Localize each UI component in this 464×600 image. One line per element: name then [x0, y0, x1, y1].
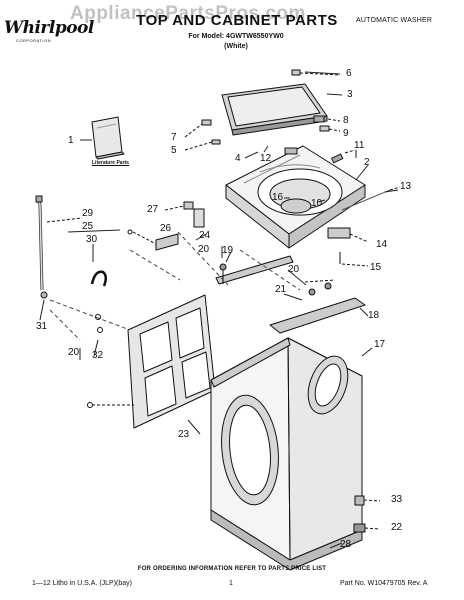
brand-subtitle: CORPORATION [16, 38, 51, 43]
callout-1: 1 [68, 135, 74, 146]
litho-info: 1—12 Litho in U.S.A. (JLP)(bay) [32, 580, 132, 587]
callout-9: 9 [343, 128, 349, 139]
document-part-number: Part No. W10479705 Rev. A [340, 580, 428, 587]
callout-33: 33 [391, 494, 403, 505]
callout-29: 29 [82, 208, 94, 219]
alignment-guides [49, 231, 301, 341]
cabinet-part [210, 337, 363, 571]
bracket-parts [127, 201, 205, 251]
callout-31: 31 [36, 321, 48, 332]
callout-12: 12 [260, 153, 272, 164]
callout-10: 10 [311, 198, 323, 209]
leader-lines [39, 71, 399, 549]
callout-14: 14 [376, 239, 388, 250]
callout-32: 32 [92, 350, 104, 361]
callout-4: 4 [235, 153, 241, 164]
lid-part [221, 83, 328, 136]
page-number: 1 [229, 580, 233, 587]
callout-21: 21 [275, 284, 287, 295]
model-line: For Model: 4GWTW6550YW0 [188, 33, 284, 40]
callout-26: 26 [160, 223, 172, 234]
callout-7: 7 [171, 132, 177, 143]
top-cover-part [225, 145, 366, 249]
callout-20-middle: 20 [288, 264, 300, 275]
callout-19: 19 [222, 245, 234, 256]
callout-28: 28 [340, 539, 352, 550]
callout-11: 11 [354, 140, 365, 151]
callout-20-top: 20 [198, 244, 210, 255]
ordering-note: FOR ORDERING INFORMATION REFER TO PARTS … [137, 566, 327, 572]
rear-bracket-part [215, 255, 294, 285]
callout-3: 3 [347, 89, 353, 100]
callout-8: 8 [343, 115, 349, 126]
hose-clip-part [90, 270, 107, 287]
page-title: TOP AND CABINET PARTS [136, 12, 338, 29]
front-bracket-part [269, 279, 366, 334]
callout-23: 23 [178, 429, 190, 440]
rear-panel-part [87, 294, 216, 429]
color-line: (White) [224, 43, 248, 50]
top-side-parts [327, 149, 401, 267]
callout-25: 25 [82, 221, 94, 232]
callout-5: 5 [171, 145, 177, 156]
callout-13: 13 [400, 181, 412, 192]
appliance-type: AUTOMATIC WASHER [356, 17, 433, 24]
callout-30: 30 [86, 234, 98, 245]
literature-booklet [91, 116, 125, 160]
callout-17: 17 [374, 339, 386, 350]
literature-parts-label: Literature Parts [92, 160, 129, 166]
watermark: AppliancePartsPros.com [70, 3, 306, 24]
leveling-feet [353, 495, 381, 533]
callout-20-left: 20 [68, 347, 80, 358]
callout-15: 15 [370, 262, 382, 273]
callout-6: 6 [346, 68, 352, 79]
brand-logo: Whirlpool [4, 18, 94, 38]
callout-16: 16 [272, 192, 284, 203]
hinge-parts [184, 69, 341, 151]
callout-24: 24 [199, 230, 211, 241]
callout-2: 2 [364, 157, 370, 168]
drain-hose-part [35, 195, 83, 299]
callout-27: 27 [147, 204, 159, 215]
callout-18: 18 [368, 310, 380, 321]
callout-22: 22 [391, 522, 403, 533]
